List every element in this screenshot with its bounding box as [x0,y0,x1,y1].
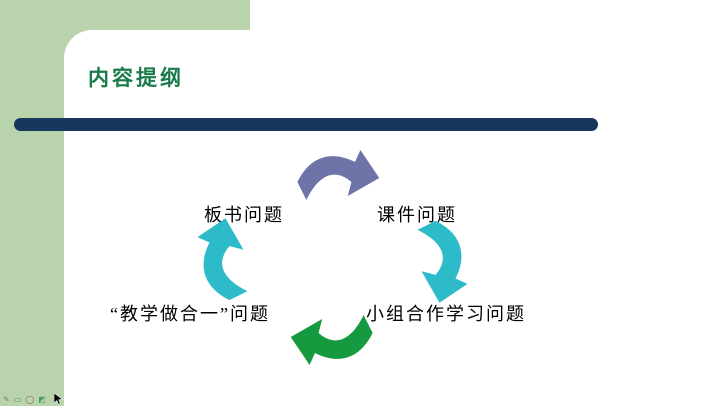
title-divider-bar [14,118,598,131]
shape-icon[interactable]: ▭ [13,395,22,404]
diagram-node-xiaozu: 小组合作学习问题 [366,304,526,324]
diagram-node-kejian: 课件问题 [377,205,457,225]
diagram-node-jiaoxuezuoheyi: “教学做合一”问题 [110,304,270,324]
fill-icon[interactable]: ◩ [38,395,46,404]
sidebar-green-strip [0,0,64,406]
top-right-white-band [250,0,720,30]
draw-toolbar: ✎ ▭ ◯ ◩ [3,395,46,404]
cycle-arrow-left-icon [196,216,251,306]
cycle-arrow-right-icon [415,216,470,306]
pencil-icon[interactable]: ✎ [3,395,10,404]
cursor-icon [53,392,64,405]
content-panel [64,30,720,406]
oval-icon[interactable]: ◯ [25,395,35,404]
cycle-arrow-top-icon [292,148,382,203]
page-title: 内容提纲 [88,67,184,90]
cycle-arrow-bottom-icon [288,312,378,367]
